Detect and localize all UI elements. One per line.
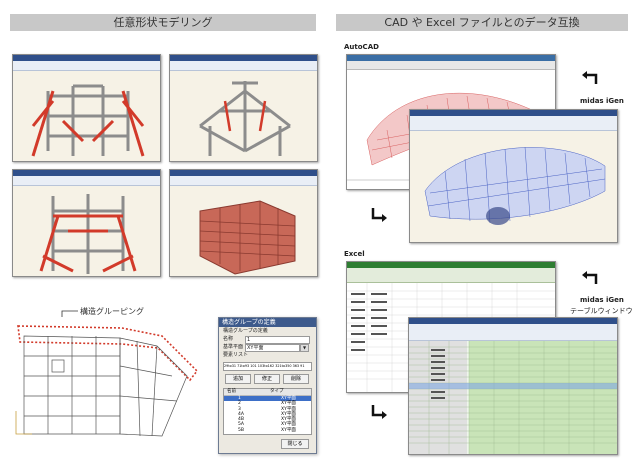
list-header: 名前 タイプ bbox=[224, 389, 311, 396]
list-item-name: 4B bbox=[238, 417, 244, 423]
add-button[interactable]: 追加 bbox=[225, 374, 251, 384]
list-item-name: 5A bbox=[238, 422, 244, 428]
list-header-type: タイプ bbox=[270, 389, 284, 394]
dialog-plane-row: 基準平面 XY平面 ▼ bbox=[219, 343, 316, 352]
dialog-name-row: 名称 1 bbox=[219, 335, 316, 344]
list-item[interactable]: 5B XY平面 bbox=[224, 428, 311, 433]
frame-model-2-graphic bbox=[199, 81, 291, 156]
table-window-label: テーブルウィンドウ bbox=[570, 307, 633, 315]
model-screenshot-1 bbox=[12, 54, 161, 162]
list-item[interactable]: 3 XY平面 bbox=[224, 407, 311, 412]
plane-label: 基準平面 bbox=[223, 344, 244, 350]
name-label: 名称 bbox=[223, 336, 234, 342]
list-item-type: XY平面 bbox=[281, 396, 296, 401]
list-item[interactable]: 1 XY平面 bbox=[224, 396, 311, 402]
list-item-type: XY平面 bbox=[281, 427, 296, 433]
list-item-name: 3 bbox=[238, 406, 241, 412]
list-item-name: 5B bbox=[238, 427, 244, 433]
dialog-title: 構造グループの定義 bbox=[219, 318, 316, 327]
turn-down-right-arrow-icon bbox=[371, 208, 387, 222]
midas-icen-label-1: midas iGen bbox=[580, 97, 624, 105]
structure-group-dialog: 構造グループの定義 構造グループの定義 名称 1 基準平面 XY平面 ▼ 要素リ… bbox=[218, 317, 317, 454]
blue-mesh-graphic bbox=[424, 146, 606, 225]
midas-table-graphic bbox=[409, 341, 617, 454]
elements-input[interactable]: 29to31 71to93 101 103to162 321to350 363 … bbox=[223, 362, 312, 371]
midas-icen-label-2: midas iGen bbox=[580, 296, 624, 304]
list-header-name: 名前 bbox=[227, 389, 236, 394]
frame-model-1-graphic bbox=[31, 84, 145, 157]
plane-select[interactable]: XY平面 bbox=[245, 344, 300, 352]
modify-button[interactable]: 修正 bbox=[254, 374, 280, 384]
list-item-type: XY平面 bbox=[281, 406, 296, 412]
turn-down-right-arrow-icon bbox=[371, 405, 387, 419]
list-item-type: XY平面 bbox=[281, 411, 296, 417]
left-section-header: 任意形状モデリング bbox=[10, 14, 316, 31]
turn-arrow-icon bbox=[582, 271, 598, 284]
model-screenshot-2 bbox=[169, 54, 318, 162]
turn-arrow-icon bbox=[582, 71, 598, 84]
list-item-type: XY平面 bbox=[281, 417, 296, 423]
chevron-down-icon[interactable]: ▼ bbox=[300, 344, 309, 352]
list-item-type: XY平面 bbox=[281, 401, 296, 407]
excel-label: Excel bbox=[344, 250, 365, 258]
floor-plan-drawing bbox=[15, 325, 199, 437]
list-item[interactable]: 2 XY平面 bbox=[224, 401, 311, 406]
frame-model-4-graphic bbox=[199, 200, 296, 275]
list-item[interactable]: 5A XY平面 bbox=[224, 422, 311, 427]
model-screenshot-4 bbox=[169, 169, 318, 277]
structure-grouping-label-wrap: 構造グルーピング bbox=[60, 306, 180, 318]
list-item[interactable]: 4A XY平面 bbox=[224, 412, 311, 417]
right-section-header: CAD や Excel ファイルとのデータ互換 bbox=[336, 14, 628, 31]
list-item-name: 4A bbox=[238, 411, 244, 417]
close-button[interactable]: 閉じる bbox=[281, 439, 309, 449]
frame-model-3-graphic bbox=[39, 194, 137, 274]
elements-label: 要素リスト bbox=[223, 352, 249, 358]
name-input[interactable]: 1 bbox=[245, 336, 310, 344]
list-item-name: 2 bbox=[238, 401, 241, 407]
autocad-label: AutoCAD bbox=[344, 43, 379, 51]
midas-mesh-screenshot bbox=[409, 109, 618, 243]
leader-line-icon bbox=[61, 310, 78, 317]
midas-table-screenshot bbox=[408, 317, 618, 455]
delete-button[interactable]: 削除 bbox=[283, 374, 309, 384]
dialog-group-label: 構造グループの定義 bbox=[223, 328, 268, 334]
list-item[interactable]: 4B XY平面 bbox=[224, 417, 311, 422]
model-screenshot-3 bbox=[12, 169, 161, 277]
list-item-name: 1 bbox=[238, 396, 241, 401]
list-item-type: XY平面 bbox=[281, 422, 296, 428]
structure-grouping-label: 構造グルーピング bbox=[80, 307, 144, 316]
